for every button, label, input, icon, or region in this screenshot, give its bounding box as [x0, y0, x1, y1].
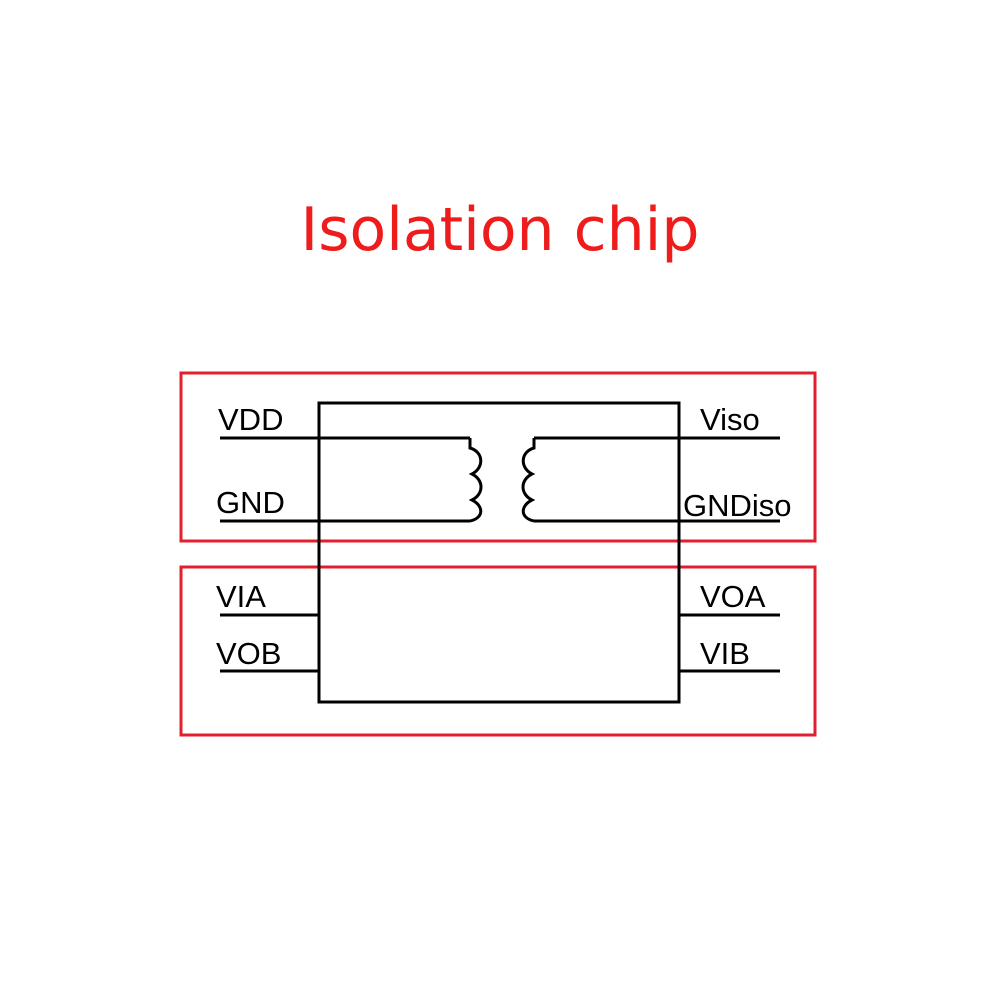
chip-body: [317, 401, 681, 704]
gndiso-label: GNDiso: [683, 488, 792, 523]
diagram-title: Isolation chip: [300, 195, 700, 265]
vob-label: VOB: [216, 636, 281, 671]
secondary-coil: [521, 438, 536, 523]
vdd-label: VDD: [218, 402, 283, 437]
primary-coil: [468, 438, 483, 523]
via-label: VIA: [216, 579, 266, 614]
power-section-highlight-box: [179, 371, 817, 543]
voa-label: VOA: [700, 579, 766, 614]
vib-label: VIB: [700, 636, 750, 671]
gnd-label: GND: [216, 485, 285, 520]
signal-section-highlight-box: [179, 565, 817, 737]
viso-label: Viso: [700, 402, 760, 437]
